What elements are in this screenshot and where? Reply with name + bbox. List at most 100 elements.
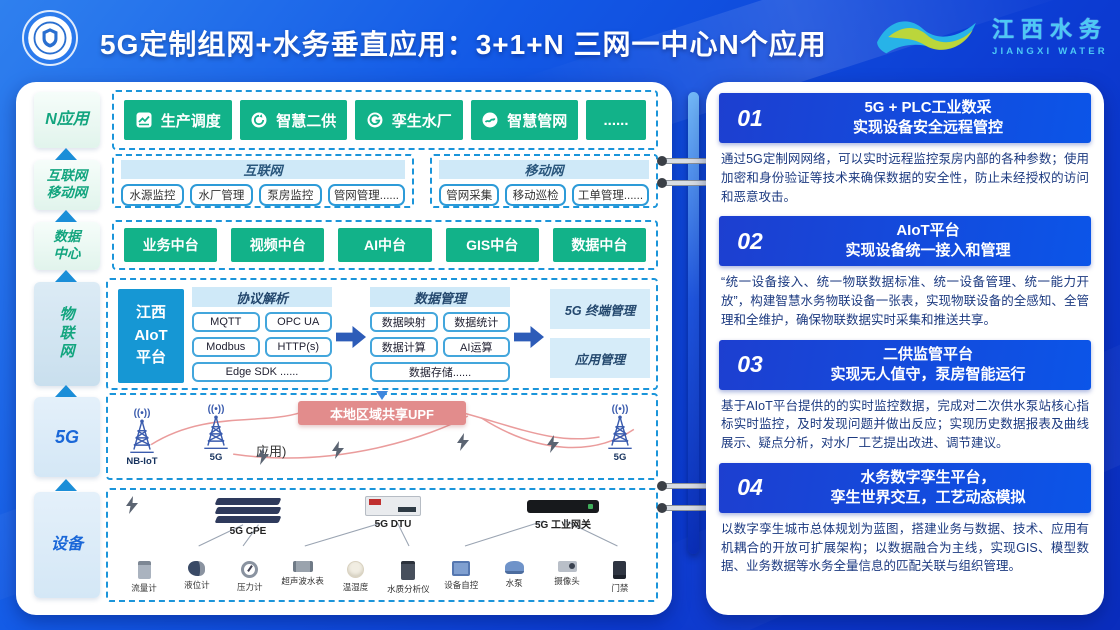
data-mgmt-group-title: 数据管理 — [370, 287, 510, 307]
pump-icon — [504, 561, 524, 574]
company-name-cn: 江西水务 — [991, 16, 1108, 42]
section-title-line2: 实现设备统一接入和管理 — [845, 242, 1011, 260]
chip-pipe-network-mgmt: 管网管理...... — [327, 184, 405, 206]
chip-data-platform: 数据中台 — [552, 228, 647, 262]
section-title-line1: 二供监管平台 — [882, 345, 973, 363]
wave-pipe-icon — [482, 112, 498, 128]
dtu-box-icon — [365, 496, 421, 516]
ultrasonic-meter-icon — [292, 561, 313, 572]
gateway-label: 5G CPE — [229, 526, 267, 537]
section-number: 03 — [737, 351, 763, 377]
up-arrow-icon — [55, 210, 77, 222]
lightning-icon — [547, 435, 559, 453]
down-arrow-icon — [376, 391, 388, 406]
award-badge-icon — [28, 16, 72, 60]
section-title-line2: 实现设备安全远程管控 — [852, 119, 1003, 136]
internet-box: 互联网 水源监控 水厂管理 泵房监控 管网管理...... — [112, 154, 414, 208]
award-badge-logo — [22, 10, 78, 66]
up-arrow-icon — [55, 270, 77, 282]
chip-mobile-inspection: 移动巡检 — [505, 184, 566, 206]
gateway-label: 5G 工业网关 — [534, 520, 592, 531]
company-logo: 江西水务 JIANGXI WATER — [872, 8, 1108, 60]
chip-modbus: Modbus — [192, 337, 260, 357]
g-letter-icon — [367, 112, 383, 128]
section-number: 04 — [737, 474, 763, 501]
chip-gis-platform: GIS中台 — [445, 228, 539, 262]
chip-data-compute: 数据计算 — [370, 337, 438, 357]
jiangxi-aiot-platform: 江西 AIoT 平台 — [118, 289, 184, 383]
section-body: “统一设备接入、统一物联数据标准、统一设备管理、统一能力开放”，构建智慧水务物联… — [721, 275, 1089, 327]
radio-waves-icon: ((•)) — [611, 404, 629, 415]
up-arrow-icon — [55, 385, 77, 397]
section-title: AIoT平台 实现设备统一接入和管理 — [781, 221, 1091, 261]
cell-tower-icon — [608, 415, 632, 450]
lightning-icon — [257, 447, 269, 465]
data-mgmt-items: 数据映射 数据统计 数据计算 AI运算 数据存储...... — [370, 312, 510, 382]
pressure-gauge-icon — [241, 561, 259, 578]
chip-work-order-mgmt: 工单管理...... — [571, 184, 650, 206]
section-title-line2: 实现无人值守，泵房智能运行 — [830, 365, 1026, 383]
chip-ai-platform: AI中台 — [338, 228, 432, 262]
lightning-icon — [126, 496, 138, 514]
chip-mqtt: MQTT — [192, 312, 260, 332]
chip-waterworks-mgmt: 水厂管理 — [189, 184, 253, 206]
chip-business-platform: 业务中台 — [124, 228, 218, 262]
layer-label-5g: 5G — [34, 397, 100, 477]
chip-opc-ua: OPC UA — [264, 312, 332, 332]
protocol-items: MQTT OPC UA Modbus HTTP(s) Edge SDK ....… — [192, 312, 332, 382]
layer-label-iot: 物 联 网 — [34, 282, 100, 386]
layer-label-device: 设备 — [34, 492, 100, 598]
app-chip-label: 孪生水厂 — [391, 112, 452, 130]
section-body: 通过5G定制网网络，可以实时远程监控泵房内部的各种参数；使用加密和身份验证等技术… — [721, 152, 1089, 204]
door-access-icon — [613, 561, 627, 579]
section-title: 5G + PLC工业数采 实现设备安全远程管控 — [781, 98, 1091, 138]
mobile-title: 移动网 — [439, 160, 649, 179]
tower-label: 5G — [613, 452, 627, 463]
device-pump: 水泵 — [488, 561, 540, 595]
devices-box: 5G CPE 5G DTU 5G 工业网关 流量计 液位计 压力计 超声波水表 … — [106, 488, 658, 602]
cpe-router-icon — [214, 498, 282, 523]
device-water-quality: 水质分析仪 — [382, 561, 434, 595]
gateway-5g-industrial: 5G 工业网关 — [501, 496, 625, 531]
water-quality-icon — [401, 561, 416, 580]
industrial-gateway-icon — [527, 500, 599, 513]
protocol-group-title: 协议解析 — [192, 287, 332, 307]
section-title-line2: 孪生世界交互，工艺动态模拟 — [830, 488, 1026, 506]
chip-data-mapping: 数据映射 — [370, 312, 438, 332]
tower-5g-left: ((•)) 5G — [188, 405, 244, 463]
app-chip-smart-pipe-network: 智慧管网 — [470, 100, 578, 140]
auto-control-icon — [452, 561, 471, 576]
descriptions-panel: 01 5G + PLC工业数采 实现设备安全远程管控 通过5G定制网网络，可以实… — [706, 82, 1104, 615]
up-arrow-icon — [55, 479, 77, 491]
device-pressure-gauge: 压力计 — [224, 561, 276, 595]
section-02-header: 02 AIoT平台 实现设备统一接入和管理 — [719, 216, 1091, 267]
lightning-icon — [457, 433, 469, 451]
section-body: 以数字孪生城市总体规划为蓝图，搭建业务与数据、技术、应用有机耦合的开放可扩展架构… — [721, 521, 1089, 574]
internet-items: 水源监控 水厂管理 泵房监控 管网管理...... — [119, 184, 407, 206]
mobile-items: 管网采集 移动巡检 工单管理...... — [437, 184, 651, 206]
chip-water-source-monitor: 水源监控 — [121, 184, 184, 206]
protocol-group: 协议解析 MQTT OPC UA Modbus HTTP(s) Edge SDK… — [192, 287, 332, 385]
device-door-access: 门禁 — [594, 561, 646, 595]
company-name-en: JIANGXI WATER — [991, 45, 1108, 57]
app-chip-smart-secondary-supply: 智慧二供 — [239, 100, 347, 140]
chip-http: HTTP(s) — [264, 337, 332, 357]
section-title-line1: 5G + PLC工业数采 — [864, 99, 992, 117]
app-chip-label: 生产调度 — [160, 112, 221, 130]
device-temp-humidity: 温湿度 — [330, 561, 382, 595]
chip-data-storage: 数据存储...... — [370, 362, 510, 382]
gateway-label: 5G DTU — [374, 519, 412, 530]
chip-ai-compute: AI运算 — [442, 337, 510, 357]
internet-title: 互联网 — [121, 160, 405, 179]
flow-meter-icon — [137, 561, 151, 579]
chip-data-statistics: 数据统计 — [442, 312, 510, 332]
flow-arrow-icon — [514, 326, 544, 348]
section-01-header: 01 5G + PLC工业数采 实现设备安全远程管控 — [719, 93, 1091, 143]
app-chip-label: ...... — [603, 111, 629, 129]
chip-edge-sdk: Edge SDK ...... — [192, 362, 332, 382]
wave-logo-icon — [877, 21, 976, 54]
device-ultrasonic-meter: 超声波水表 — [277, 561, 329, 595]
level-gauge-icon — [188, 561, 206, 576]
cell-tower-icon — [130, 419, 154, 454]
app-chip-twin-waterworks: 孪生水厂 — [355, 100, 463, 140]
